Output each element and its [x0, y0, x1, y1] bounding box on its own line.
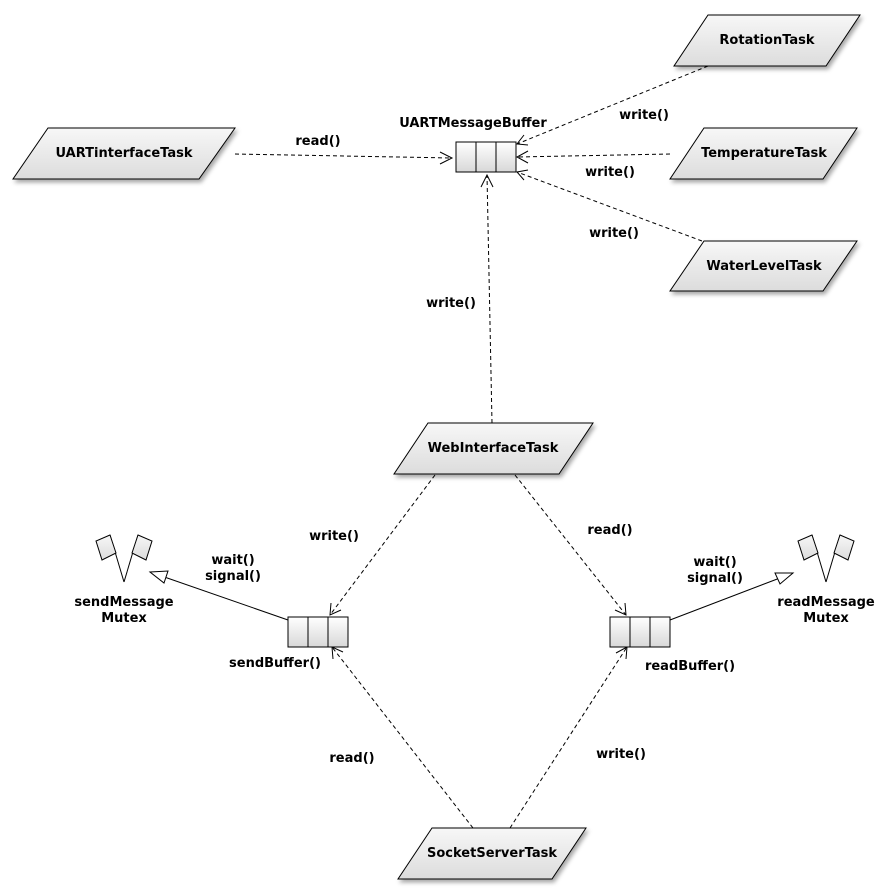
task-temperature: TemperatureTask — [669, 127, 858, 180]
read-mutex-icon — [797, 534, 855, 583]
task-water-level: WaterLevelTask — [669, 240, 858, 292]
connection-send-mutex — [148, 570, 289, 621]
web-to-read-read-label: read() — [587, 523, 632, 538]
task-uart-interface-label: UARTinterfaceTask — [56, 146, 193, 161]
queue-read-buffer-label: readBuffer() — [645, 659, 735, 674]
queue-uart-message-buffer: UARTMessageBuffer — [399, 116, 547, 173]
connection-temperature-write — [515, 150, 671, 164]
send-mutex-wait-label: wait() — [211, 553, 254, 568]
connection-socket-send-read — [331, 646, 474, 829]
task-web-interface-label: WebInterfaceTask — [428, 441, 559, 456]
task-water-level-label: WaterLevelTask — [706, 259, 822, 274]
read-mutex-wait-label: wait() — [693, 555, 736, 570]
uart-read-label: read() — [295, 134, 340, 149]
send-mutex-icon — [95, 534, 153, 583]
read-mutex-signal-label: signal() — [687, 571, 743, 586]
water-write-label: write() — [589, 226, 639, 241]
connection-rotation-write — [516, 65, 709, 146]
queue-send-buffer: sendBuffer() — [229, 616, 349, 671]
queue-send-buffer-label: sendBuffer() — [229, 656, 321, 671]
task-uart-interface: UARTinterfaceTask — [12, 127, 236, 180]
temperature-write-label: write() — [585, 165, 635, 180]
task-socket-server-label: SocketServerTask — [427, 846, 557, 861]
send-mutex-label-line1: sendMessage — [74, 595, 173, 610]
task-rotation-label: RotationTask — [719, 33, 814, 48]
connection-socket-read-write — [509, 646, 628, 829]
socket-read-write-label: write() — [596, 747, 646, 762]
task-rotation: RotationTask — [673, 14, 861, 67]
task-web-interface: WebInterfaceTask — [393, 422, 594, 475]
web-to-uart-write-label: write() — [426, 296, 476, 311]
task-socket-server: SocketServerTask — [397, 827, 587, 880]
read-mutex-label-line2: Mutex — [803, 611, 849, 626]
connection-web-to-send-write — [329, 474, 436, 616]
connection-water-write — [516, 169, 703, 242]
connection-web-to-uart-write — [480, 173, 494, 424]
socket-send-read-label: read() — [329, 751, 374, 766]
connection-uart-read — [234, 151, 454, 165]
queue-read-buffer: readBuffer() — [609, 616, 735, 674]
send-mutex-label-line2: Mutex — [101, 611, 147, 626]
task-temperature-label: TemperatureTask — [701, 146, 827, 161]
connection-web-to-read-read — [514, 474, 627, 616]
read-mutex-label-line1: readMessage — [777, 595, 875, 610]
send-mutex-signal-label: signal() — [205, 569, 261, 584]
web-to-send-write-label: write() — [309, 529, 359, 544]
rotation-write-label: write() — [619, 108, 669, 123]
connection-read-mutex — [669, 572, 795, 621]
queue-uart-message-buffer-label: UARTMessageBuffer — [399, 116, 547, 131]
